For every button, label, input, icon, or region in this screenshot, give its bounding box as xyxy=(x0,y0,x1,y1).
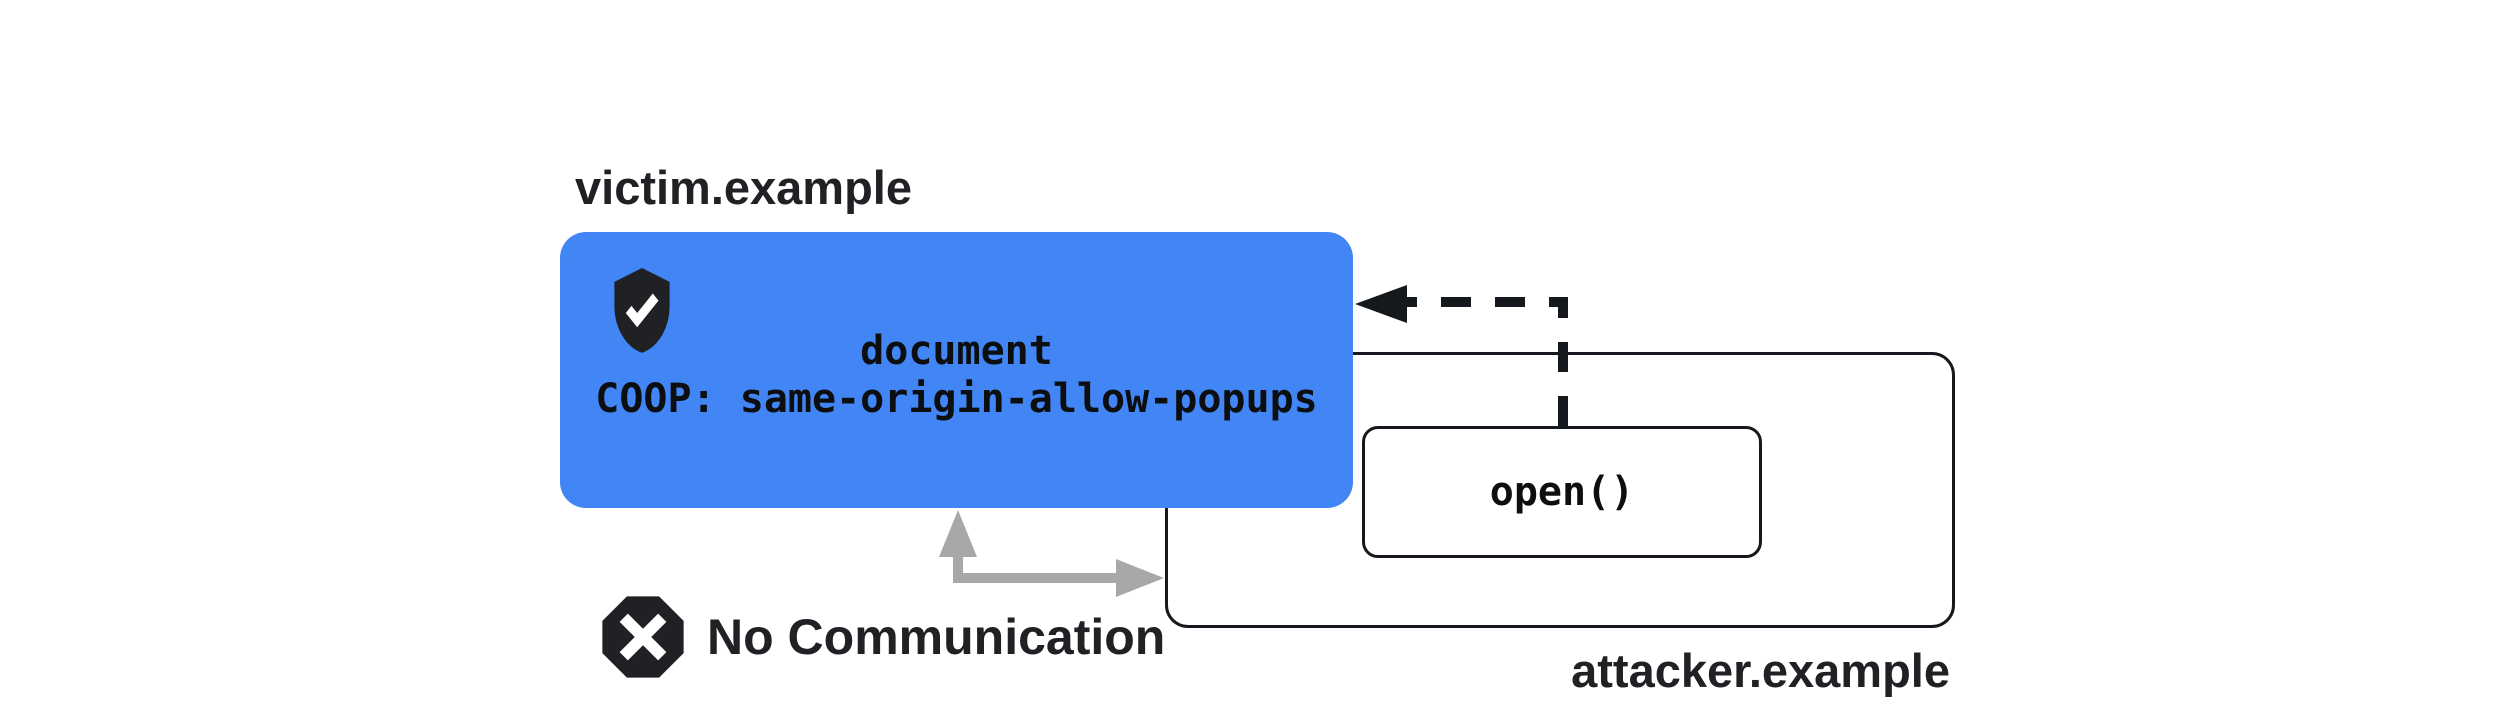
coop-header-label: COOP: same-origin-allow-popups xyxy=(595,376,1318,422)
dashed-arrowhead-left xyxy=(1355,285,1407,323)
shield-check-icon xyxy=(614,268,670,353)
x-octagon-icon xyxy=(602,596,684,678)
no-communication-group: No Communication xyxy=(597,591,1165,683)
document-label: document xyxy=(860,328,1053,374)
victim-document-box: document COOP: same-origin-allow-popups xyxy=(560,232,1353,508)
open-call-box: open() xyxy=(1362,426,1762,558)
victim-domain-label: victim.example xyxy=(575,161,913,214)
no-communication-label: No Communication xyxy=(707,609,1166,665)
open-call-label: open() xyxy=(1489,469,1635,515)
victim-box-text: document COOP: same-origin-allow-popups xyxy=(560,232,1353,508)
gray-arrowhead-up xyxy=(939,510,977,557)
attacker-domain-label: attacker.example xyxy=(1571,644,1950,697)
blocked-channel-gray-arrow xyxy=(939,510,1164,597)
